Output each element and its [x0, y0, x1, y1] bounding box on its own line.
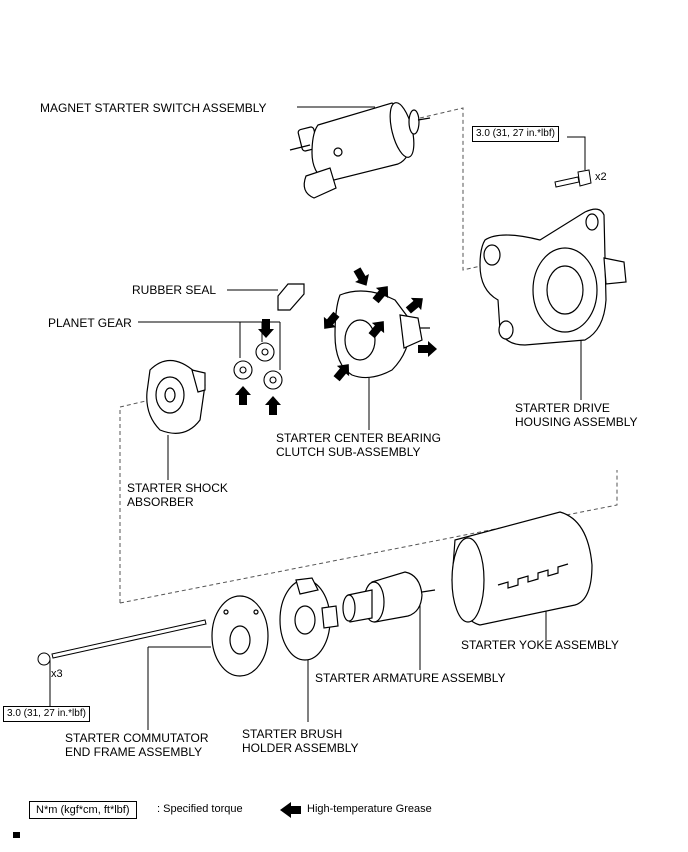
label-commutator-line2: END FRAME ASSEMBLY [65, 745, 203, 759]
magnet-switch-drawing [289, 102, 431, 199]
legend-unit-box: N*m (kgf*cm, ft*lbf) [29, 801, 137, 819]
legend-grease-description: High-temperature Grease [307, 803, 432, 815]
torque-qty-top: x2 [595, 171, 607, 183]
drive-housing-drawing [479, 208, 627, 346]
label-brush-holder-line2: HOLDER ASSEMBLY [242, 741, 359, 755]
shock-absorber-drawing [146, 359, 206, 434]
label-drive-housing-line2: HOUSING ASSEMBLY [515, 415, 638, 429]
legend-arrow-drawing [280, 802, 301, 818]
label-planet-gear: PLANET GEAR [48, 316, 132, 330]
torque-box-bottom: 3.0 (31, 27 in.*lbf) [3, 706, 90, 722]
label-brush-holder-line1: STARTER BRUSH [242, 727, 343, 741]
label-center-bearing-line1: STARTER CENTER BEARING [276, 431, 441, 445]
label-shock-absorber-line1: STARTER SHOCK [127, 481, 228, 495]
commutator-end-frame-drawing [211, 595, 269, 677]
torque-box-top: 3.0 (31, 27 in.*lbf) [472, 126, 559, 142]
label-center-bearing-line2: CLUTCH SUB-ASSEMBLY [276, 445, 421, 459]
label-magnet-switch: MAGNET STARTER SWITCH ASSEMBLY [40, 101, 267, 115]
legend-unit-description: : Specified torque [157, 803, 243, 815]
dashed-guide-lines [119, 107, 618, 604]
planet-gears-drawing [233, 342, 283, 390]
bolt-top-drawing [554, 169, 592, 188]
label-rubber-seal: RUBBER SEAL [132, 283, 217, 297]
through-bolt-drawing [37, 619, 207, 666]
rubber-seal-drawing [277, 283, 305, 311]
label-drive-housing-line1: STARTER DRIVE [515, 401, 610, 415]
label-yoke: STARTER YOKE ASSEMBLY [461, 638, 619, 652]
label-shock-absorber-line2: ABSORBER [127, 495, 194, 509]
brush-holder-drawing [279, 577, 339, 661]
torque-qty-bottom: x3 [51, 668, 63, 680]
label-commutator-line1: STARTER COMMUTATOR [65, 731, 209, 745]
footer-mark [13, 832, 20, 838]
armature-drawing [342, 571, 436, 623]
label-armature: STARTER ARMATURE ASSEMBLY [315, 671, 506, 685]
yoke-drawing [451, 511, 593, 626]
